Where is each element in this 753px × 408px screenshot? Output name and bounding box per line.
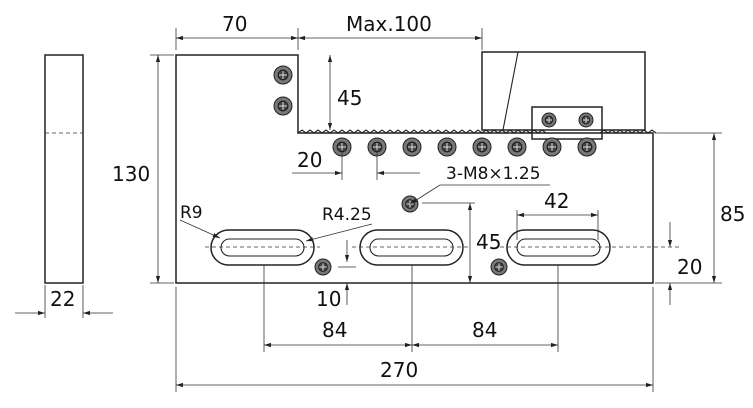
side-view: 22 xyxy=(15,54,113,318)
dim-hole-offset: 10 xyxy=(316,287,341,311)
slot-left-outer xyxy=(210,229,315,266)
bolt-row-8 xyxy=(577,137,597,157)
dim-slot-row-height: 45 xyxy=(476,230,501,254)
jaw-outline xyxy=(481,51,646,131)
leader-thread xyxy=(409,184,441,205)
dim-pitch-small: 20 xyxy=(297,148,322,172)
bolt-group xyxy=(273,65,597,276)
front-view xyxy=(175,51,680,284)
slot-middle-outer xyxy=(359,229,464,266)
slot-middle xyxy=(359,229,464,266)
jaw-block xyxy=(481,51,646,140)
dim-width-top-left: 70 xyxy=(222,12,247,36)
bolt-row-7 xyxy=(542,137,562,157)
bolt-row-2 xyxy=(367,137,387,157)
clamp-bolt-right xyxy=(578,112,594,128)
dim-height-step: 45 xyxy=(337,86,362,110)
jaw-slope-line xyxy=(502,51,519,131)
dim-slot-spacing-left: 84 xyxy=(322,318,347,342)
bolt-row-6 xyxy=(507,137,527,157)
leader-r9 xyxy=(179,219,221,239)
slot-right xyxy=(506,229,611,266)
bolt-row-1 xyxy=(332,137,352,157)
bolt-row-4 xyxy=(437,137,457,157)
slot-right-outer xyxy=(506,229,611,266)
bolt-row-3 xyxy=(402,137,422,157)
dim-slot-inner-radius: R4.25 xyxy=(322,205,372,225)
tapped-hole-3 xyxy=(490,258,508,276)
jaw-clamp-plate xyxy=(531,106,603,140)
dim-slot-end-radius: R9 xyxy=(180,203,203,223)
slot-left xyxy=(210,229,315,266)
tapped-hole-2 xyxy=(314,258,332,276)
leader-r425 xyxy=(305,223,373,242)
slot-middle-inner xyxy=(369,238,454,257)
dim-slot-length: 42 xyxy=(544,189,569,213)
plate-outline xyxy=(175,54,654,284)
bolt-upper-2 xyxy=(273,96,293,116)
dim-overall-height: 130 xyxy=(112,162,150,186)
dim-right-height: 85 xyxy=(720,202,745,226)
bolt-upper-1 xyxy=(273,65,293,85)
dim-slot-offset: 20 xyxy=(677,255,702,279)
dim-slot-spacing-right: 84 xyxy=(472,318,497,342)
dim-overall-width: 270 xyxy=(380,358,418,382)
dim-max-travel: Max.100 xyxy=(346,12,432,36)
slot-right-inner xyxy=(516,238,601,257)
side-view-outline xyxy=(44,54,84,284)
serrated-edge-left xyxy=(297,129,547,134)
dimensions: 70 Max.100 45 130 20 3-M8×1.25 R9 R4.25 xyxy=(112,12,745,392)
bolt-row-5 xyxy=(472,137,492,157)
slot-left-inner xyxy=(220,238,305,257)
clamp-bolt-left xyxy=(541,112,557,128)
dim-thread-note: 3-M8×1.25 xyxy=(446,164,541,184)
dim-side-thickness: 22 xyxy=(50,287,75,311)
